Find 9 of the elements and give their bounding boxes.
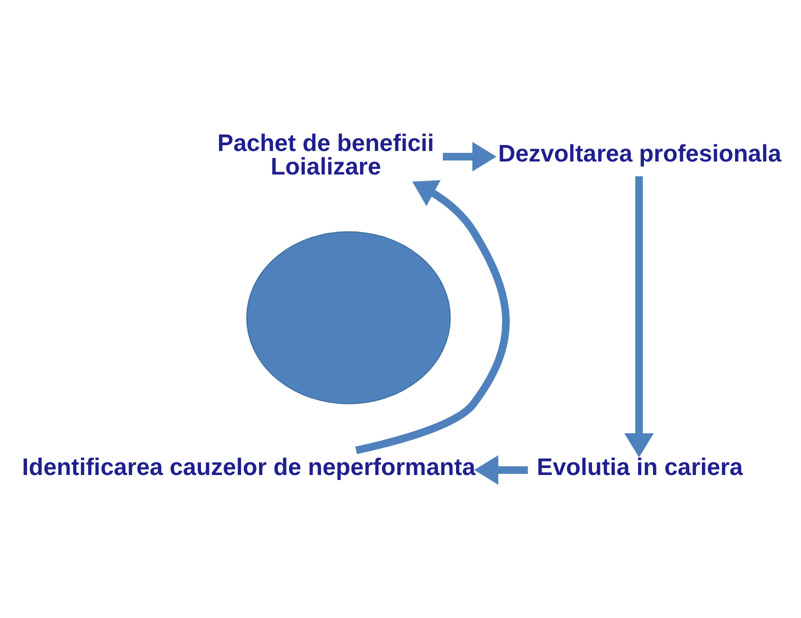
arrow xyxy=(624,176,654,458)
arrow xyxy=(354,180,510,454)
node-text: Identificarea cauzelor de neperformanta xyxy=(22,454,475,482)
arrow xyxy=(474,455,528,485)
node-text: Dezvoltarea profesionala xyxy=(498,140,781,168)
node-circle xyxy=(246,231,450,404)
node-text: Evolutia in cariera xyxy=(536,454,742,482)
node-text: Pachet de beneficii Loializare xyxy=(216,130,434,181)
arrow xyxy=(442,142,496,172)
